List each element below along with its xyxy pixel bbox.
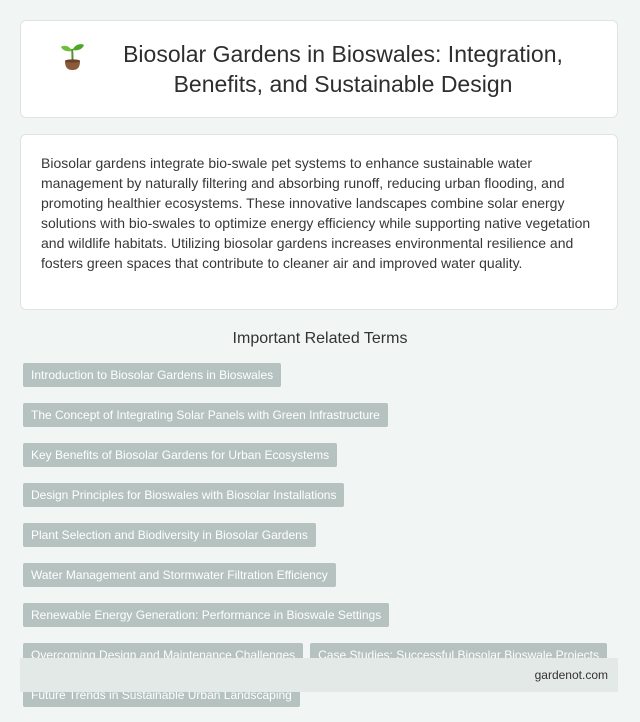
page-title: Biosolar Gardens in Bioswales: Integrati… <box>123 41 563 97</box>
related-term-tag[interactable]: The Concept of Integrating Solar Panels … <box>23 403 388 427</box>
related-term-tag[interactable]: Renewable Energy Generation: Performance… <box>23 603 390 627</box>
title-card: Biosolar Gardens in Bioswales: Integrati… <box>20 20 618 118</box>
description-card: Biosolar gardens integrate bio-swale pet… <box>20 134 618 310</box>
sprout-icon <box>61 44 84 70</box>
related-term-tag[interactable]: Key Benefits of Biosolar Gardens for Urb… <box>23 443 338 467</box>
footer: gardenot.com <box>20 658 618 692</box>
related-term-tag[interactable]: Plant Selection and Biodiversity in Bios… <box>23 523 316 547</box>
title-wrap: Biosolar Gardens in Bioswales: Integrati… <box>60 39 578 99</box>
footer-site-link[interactable]: gardenot.com <box>534 668 608 682</box>
related-term-tag[interactable]: Water Management and Stormwater Filtrati… <box>23 563 336 587</box>
related-term-tag[interactable]: Design Principles for Bioswales with Bio… <box>23 483 345 507</box>
related-term-tag[interactable]: Introduction to Biosolar Gardens in Bios… <box>23 363 282 387</box>
description-text: Biosolar gardens integrate bio-swale pet… <box>41 155 591 271</box>
related-terms-heading: Important Related Terms <box>232 330 408 347</box>
related-terms-list: Introduction to Biosolar Gardens in Bios… <box>23 363 623 707</box>
